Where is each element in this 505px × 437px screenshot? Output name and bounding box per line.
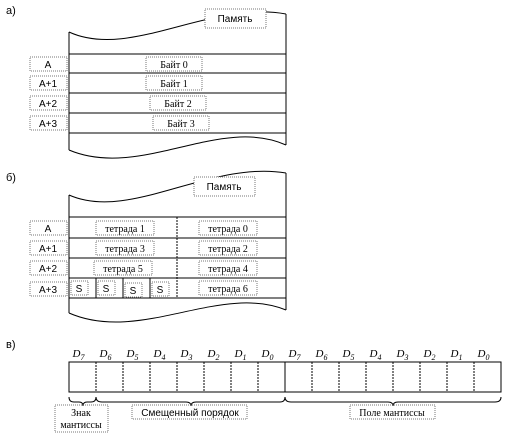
part-b-sign-box — [124, 282, 143, 298]
part-a-byte-box — [145, 56, 203, 72]
part-b-right-cell-box — [198, 280, 258, 296]
part-a-byte-box — [149, 95, 207, 111]
part-a-address-1: A+1 — [39, 79, 58, 90]
part-b-marker: б) — [6, 172, 16, 184]
part-c-exponent-label: Смещенный порядок — [141, 408, 239, 419]
part-c-sign-brace — [68, 396, 97, 407]
part-b-sign-bit-2: S — [130, 286, 137, 297]
part-c-bit-label: D5 — [342, 348, 355, 362]
part-a-memory-label: Память — [218, 14, 253, 25]
part-c-bit-label: D0 — [261, 348, 274, 362]
part-b-address-0: A — [45, 224, 52, 235]
part-c-bit-label: D4 — [369, 348, 382, 362]
part-b-sign-bit-3: S — [157, 285, 164, 296]
part-a-marker: а) — [6, 5, 16, 17]
part-b-left-cell-1: тетрада 3 — [105, 244, 145, 255]
part-b-left-cell-box — [95, 240, 155, 256]
part-c-bit-labels: D7 D6 D5 D4 D3 D2 D1 D0 D7 D6 D5 D4 D3 D2 D1 D0 — [72, 348, 490, 362]
part-c-marker: в) — [6, 339, 16, 351]
part-c-bit-label: D3 — [180, 348, 193, 362]
part-c-bit-label: D4 — [153, 348, 166, 362]
part-c-mantissa-brace — [284, 396, 502, 407]
part-b-right-cell-0: тетрада 0 — [208, 224, 248, 235]
part-b-address-3: A+3 — [39, 285, 58, 296]
part-b-right-cell-box — [198, 240, 258, 256]
part-b-sign-box — [97, 280, 116, 296]
part-c-exponent-label-box — [131, 404, 248, 420]
part-a-address-box — [29, 75, 68, 91]
part-b-bottom-wave — [68, 302, 287, 323]
part-b-address-1: A+1 — [39, 244, 58, 255]
part-a-memory-label-box — [204, 8, 267, 29]
part-a-byte-box — [145, 75, 203, 91]
part-b-left-cell-box — [93, 260, 153, 276]
part-c-bit-dividers — [95, 362, 475, 392]
part-b-left-cell-box — [95, 220, 155, 236]
part-b-right-cell-3: тетрада 6 — [208, 284, 248, 295]
part-a-byte-2: Байт 2 — [164, 99, 191, 110]
part-a-byte-0: Байт 0 — [160, 60, 187, 71]
part-b-address-box — [29, 260, 68, 276]
part-c-bit-label: D1 — [234, 348, 247, 362]
part-c-bit-label: D1 — [450, 348, 463, 362]
part-b-memory-label: Память — [207, 182, 242, 193]
part-c-bit-label: D5 — [126, 348, 139, 362]
part-a-address-box — [29, 56, 68, 72]
part-a-bottom-wave — [68, 136, 287, 159]
part-a-address-3: A+3 — [39, 119, 58, 130]
part-c-bit-label: D2 — [207, 348, 220, 362]
part-a-address-2: A+2 — [39, 99, 58, 110]
part-c-mantissa-label: Поле мантиссы — [359, 408, 425, 419]
part-c-mantissa-label-box — [349, 404, 436, 420]
part-b-address-2: A+2 — [39, 264, 58, 275]
part-a-byte-1: Байт 1 — [160, 79, 187, 90]
part-c-bit-label: D7 — [72, 348, 86, 362]
part-b-left-cell-0: тетрада 1 — [105, 224, 145, 235]
part-b-sign-box — [151, 281, 170, 297]
part-c-bit-label: D3 — [396, 348, 409, 362]
part-b-right-cell-box — [198, 220, 258, 236]
part-a-address-box — [29, 95, 68, 111]
part-b-address-box — [29, 281, 68, 297]
part-a-address-0: A — [45, 60, 52, 71]
part-b-sign-box — [70, 280, 89, 296]
part-c-exponent-brace — [95, 396, 286, 407]
part-c-bit-label: D2 — [423, 348, 436, 362]
part-b-right-cell-2: тетрада 4 — [208, 264, 248, 275]
part-c-sign-label-box — [54, 404, 109, 433]
part-b-memory-label-box — [193, 176, 256, 197]
part-a-address-box — [29, 115, 68, 131]
part-c-bit-label: D7 — [288, 348, 302, 362]
part-b-address-box — [29, 240, 68, 256]
part-a-byte-3: Байт 3 — [167, 119, 194, 130]
part-b-sign-bit-1: S — [103, 284, 110, 295]
part-b-right-cell-1: тетрада 2 — [208, 244, 248, 255]
part-b-sign-bit-0: S — [76, 284, 83, 295]
part-b-left-cell-2: тетрада 5 — [103, 264, 143, 275]
part-c-bit-label: D6 — [315, 348, 328, 362]
part-a-byte-box — [152, 115, 210, 131]
part-b-top-wave — [68, 170, 287, 203]
part-c-bit-label: D6 — [99, 348, 112, 362]
part-b-right-cell-box — [198, 260, 258, 276]
part-b-address-box — [29, 220, 68, 236]
part-c-bit-label: D0 — [477, 348, 490, 362]
